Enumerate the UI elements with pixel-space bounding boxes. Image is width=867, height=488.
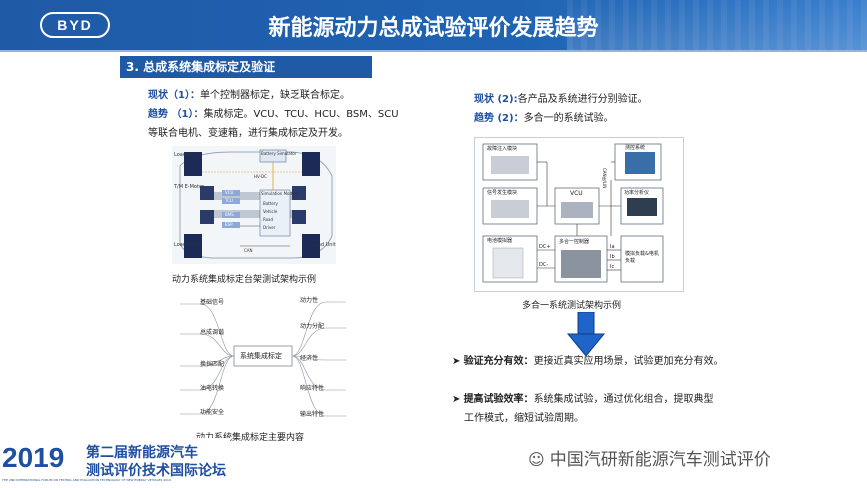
label-can-line: CAN线/LIN bbox=[602, 168, 607, 189]
forum-logo: 2019 第二届新能源汽车 测试评价技术国际论坛 THE 2ND INTERNA… bbox=[0, 438, 230, 488]
forum-line-1: 第二届新能源汽车 bbox=[86, 445, 198, 461]
left-current-text: 单个控制器标定，缺乏联合标定。 bbox=[199, 90, 350, 101]
mind-right-0: 动力性 bbox=[300, 297, 319, 304]
mind-left-4: 功能安全 bbox=[200, 409, 225, 416]
label-hv-dc: HV-DC bbox=[254, 174, 267, 179]
mind-right-4: 输出特性 bbox=[300, 411, 325, 418]
mind-left-2: 换挡匹配 bbox=[200, 361, 225, 368]
label-power-sim: 电池模拟器 bbox=[487, 238, 513, 244]
mind-map: 系统集成标定 基础信号 总成调谐 换挡匹配 油电转换 功能安全 动力性 动力分配… bbox=[160, 294, 370, 424]
forum-year: 2019 bbox=[2, 442, 65, 473]
label-signal-generator: 信号发生模块 bbox=[487, 190, 518, 196]
left-trend-label: 趋势 （1）： bbox=[148, 109, 204, 120]
bench-diagram-caption: 动力系统集成标定台架测试架构示例 bbox=[172, 275, 317, 285]
load-unit-br bbox=[302, 234, 320, 258]
label-can: CAN bbox=[244, 248, 253, 253]
label-ib: Ib bbox=[610, 254, 615, 260]
label-ic: Ic bbox=[610, 264, 615, 270]
forum-english: THE 2ND INTERNATIONAL FORUM ON TESTING A… bbox=[2, 478, 171, 482]
left-current-line: 现状（1）：单个控制器标定，缺乏联合标定。 bbox=[148, 86, 350, 101]
label-tm-emotor: T/M E-Motor bbox=[174, 184, 205, 190]
bench-architecture-diagram: Load Unit T/M E-Motor Load Unit Load Uni… bbox=[172, 146, 336, 264]
bullet-arrow-icon: ➤ bbox=[452, 394, 464, 405]
label-esp: ESP bbox=[225, 222, 233, 227]
mind-map-caption: 动力系统集成标定主要内容 bbox=[196, 433, 305, 443]
wechat-watermark: ☺ 中国汽研新能源汽车测试评价 bbox=[528, 445, 771, 470]
header-bar: BYD 新能源动力总成试验评价发展趋势 bbox=[0, 0, 867, 50]
multi-diagram-caption: 多合一系统测试架构示例 bbox=[522, 301, 622, 311]
section-title: 3. 总成系统集成标定及验证 bbox=[120, 56, 372, 78]
label-vehicle: Vehicle bbox=[263, 209, 278, 214]
multi-diagram-svg bbox=[482, 143, 664, 283]
wechat-account-name: 中国汽研新能源汽车测试评价 bbox=[549, 450, 771, 470]
label-load-unit-tl: Load Unit bbox=[174, 152, 198, 158]
left-current-label: 现状（1）： bbox=[148, 90, 200, 101]
load-unit-bl bbox=[184, 234, 202, 258]
right-trend-text: 多合一的系统试验。 bbox=[523, 113, 614, 124]
left-trend-line: 趋势 （1）：集成标定。VCU、TCU、HCU、BSM、SCU bbox=[148, 105, 399, 120]
label-dc-minus: DC- bbox=[539, 262, 549, 268]
label-dc-plus: DC+ bbox=[539, 244, 551, 250]
right-current-text: 各产品及系统进行分别验证。 bbox=[517, 94, 648, 105]
bench-diagram-svg bbox=[172, 146, 336, 264]
right-current-line: 现状 (2):各产品及系统进行分别验证。 bbox=[474, 90, 648, 105]
label-vcu-right: VCU bbox=[570, 190, 583, 197]
mind-right-2: 经济性 bbox=[300, 355, 319, 362]
bullet-1-label: 提高试验效率： bbox=[463, 394, 534, 405]
mind-center-node: 系统集成标定 bbox=[240, 352, 282, 360]
bullet-arrow-icon: ➤ bbox=[452, 356, 464, 367]
byd-logo: BYD bbox=[40, 12, 110, 38]
header-decoration bbox=[567, 0, 867, 50]
label-driver: Driver bbox=[263, 225, 276, 230]
mind-right-1: 动力分配 bbox=[300, 323, 325, 330]
label-battery-simulator: Battery Simulator bbox=[261, 151, 297, 156]
bullet-0-text: 更接近真实应用场景，试验更加充分有效。 bbox=[533, 356, 724, 367]
bullet-item-0: ➤ 验证充分有效：更接近真实应用场景，试验更加充分有效。 bbox=[452, 352, 724, 367]
label-ia: Ia bbox=[610, 244, 615, 250]
bullet-1-text-2: 工作模式，缩短试验周期。 bbox=[464, 413, 584, 424]
bullet-item-1: ➤ 提高试验效率：系统集成试验，通过优化组合，提取典型 bbox=[452, 390, 714, 405]
left-trend-text-2: 等联合电机、变速箱，进行集成标定及开发。 bbox=[148, 128, 348, 139]
label-fault-injection: 故障注入模块 bbox=[487, 146, 518, 152]
label-load-box: 模拟负载&电机负载 bbox=[625, 251, 659, 264]
load-unit-tr bbox=[302, 152, 320, 176]
label-road: Road bbox=[263, 217, 274, 222]
page-title: 新能源动力总成试验评价发展趋势 bbox=[268, 16, 599, 41]
bullet-0-label: 验证充分有效： bbox=[463, 356, 534, 367]
mind-left-3: 油电转换 bbox=[200, 385, 225, 392]
mind-map-svg bbox=[180, 301, 346, 417]
left-trend-text: 集成标定。VCU、TCU、HCU、BSM、SCU bbox=[203, 109, 399, 120]
mind-left-1: 总成调谐 bbox=[200, 329, 225, 336]
header-divider bbox=[0, 50, 867, 52]
right-current-label: 现状 (2): bbox=[474, 94, 518, 105]
multi-in-one-diagram: 故障注入模块 信号发生模块 电池模拟器 VCU 多合一控制器 测控系统 功率分析… bbox=[474, 137, 684, 292]
mind-right-3: 响应特性 bbox=[300, 385, 325, 392]
right-trend-label: 趋势 (2)： bbox=[474, 113, 524, 124]
label-power-analyzer: 功率分析仪 bbox=[624, 190, 650, 196]
label-simulation-models: Simulation Models bbox=[261, 191, 298, 196]
forum-line-2: 测试评价技术国际论坛 bbox=[86, 463, 226, 479]
label-load-unit-bl: Load Unit bbox=[174, 242, 198, 248]
label-bms: BMS bbox=[225, 212, 234, 217]
label-multi-controller: 多合一控制器 bbox=[559, 239, 590, 245]
bullet-1-text: 系统集成试验，通过优化组合，提取典型 bbox=[533, 394, 714, 405]
label-vcu: VCU bbox=[225, 190, 234, 195]
label-battery: Battery bbox=[263, 201, 278, 206]
load-unit-tl bbox=[184, 152, 202, 176]
label-monitor: 测控系统 bbox=[625, 145, 646, 151]
label-tcu: TCU bbox=[225, 198, 233, 203]
wechat-icon: ☺ bbox=[528, 450, 550, 469]
label-load-unit-br: Load Unit bbox=[312, 242, 336, 248]
down-arrow-icon bbox=[566, 312, 606, 357]
right-trend-line: 趋势 (2)：多合一的系统试验。 bbox=[474, 109, 614, 124]
mind-left-0: 基础信号 bbox=[200, 299, 225, 306]
